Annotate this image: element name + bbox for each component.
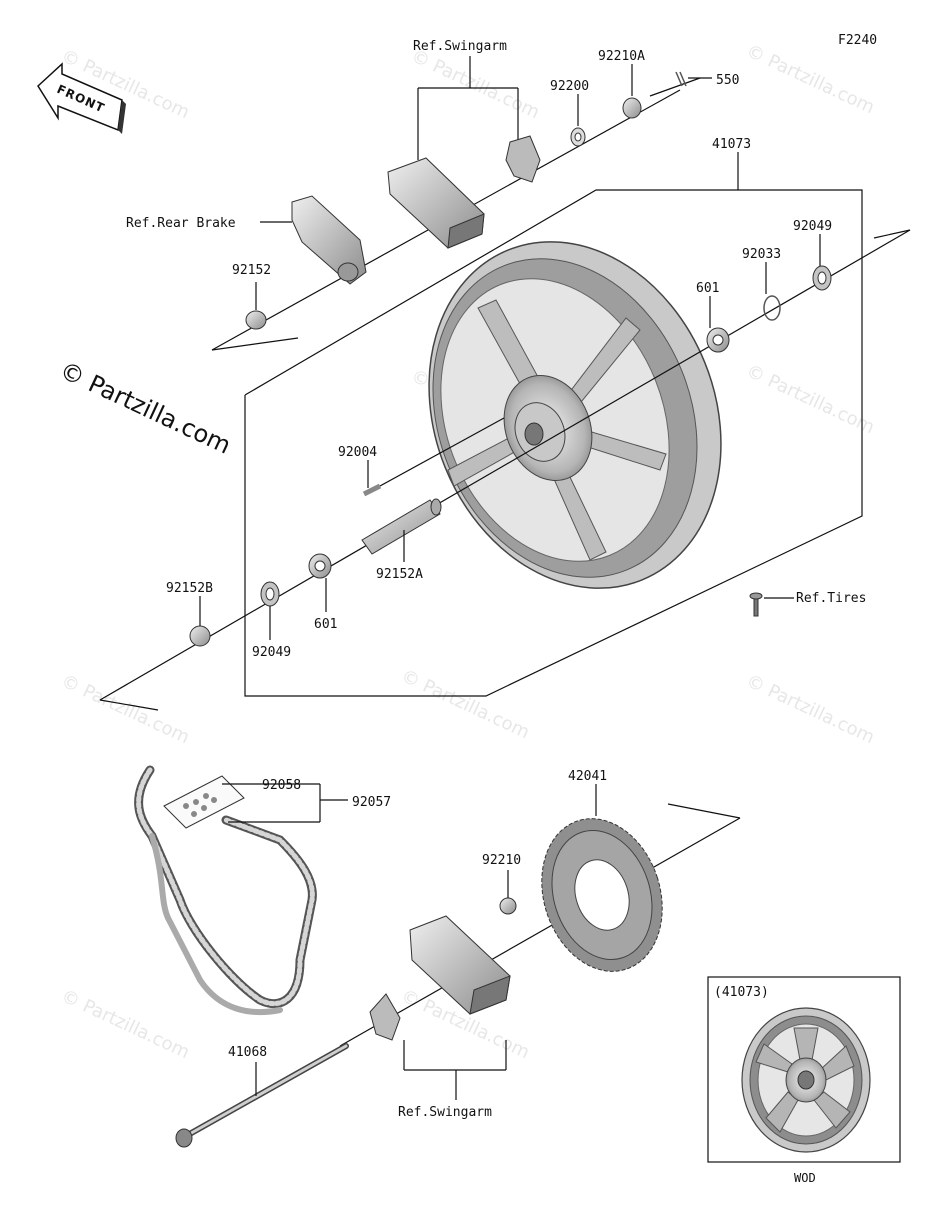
label-92033: 92033 <box>742 247 781 262</box>
part-92152-collar: 92152 <box>232 263 271 330</box>
label-92058: 92058 <box>262 778 301 793</box>
watermark: © Partzilla.com <box>58 670 193 748</box>
label-92152: 92152 <box>232 263 271 278</box>
label-ref-swingarm-bottom: Ref.Swingarm <box>398 1105 492 1120</box>
front-arrow-icon: FRONT <box>37 62 126 134</box>
inset-title: (41073) <box>714 985 769 1000</box>
watermark: © Partzilla.com <box>398 665 533 743</box>
part-92049-left-seal: 92049 <box>252 581 291 660</box>
inset-caption: WOD <box>794 1171 816 1185</box>
axle-line-lower <box>339 803 741 1047</box>
label-92049-right: 92049 <box>793 219 832 234</box>
part-601-right-bearing: 601 <box>696 281 730 353</box>
ref-swingarm-bottom: Ref.Swingarm <box>369 915 511 1120</box>
part-92152a-spacer: 92152A <box>361 498 442 582</box>
ref-swingarm-top: Ref.Swingarm <box>387 39 541 249</box>
part-92004-stud: 92004 <box>338 417 505 497</box>
watermark: © Partzilla.com <box>743 40 878 118</box>
part-41068-axle: 41068 <box>175 1043 349 1148</box>
axle-line-middle <box>99 229 911 711</box>
label-92210: 92210 <box>482 853 521 868</box>
part-601-left-bearing: 601 <box>308 553 337 632</box>
label-ref-rear-brake: Ref.Rear Brake <box>126 216 236 231</box>
watermark: © Partzilla.com <box>743 670 878 748</box>
label-42041: 42041 <box>568 769 607 784</box>
inset-wheel-41073: (41073) WOD <box>707 976 901 1185</box>
figure-code: F2240 <box>838 33 877 48</box>
label-92152a: 92152A <box>376 567 423 582</box>
label-92200: 92200 <box>550 79 589 94</box>
part-92210-nut: 92210 <box>482 853 521 915</box>
copyright-text: © Partzilla.com <box>55 356 235 460</box>
watermark: © Partzilla.com <box>58 985 193 1063</box>
ref-tires-valve: Ref.Tires <box>749 591 866 617</box>
label-41073: 41073 <box>712 137 751 152</box>
part-92152b-collar: 92152B <box>166 581 213 647</box>
label-92049-left: 92049 <box>252 645 291 660</box>
assembly-box-41073: 41073 <box>244 137 863 697</box>
rear-wheel <box>428 241 722 589</box>
label-41068: 41068 <box>228 1045 267 1060</box>
label-92057: 92057 <box>352 795 391 810</box>
part-42041-rear-sprocket: 42041 <box>541 769 663 972</box>
part-92210a-nut: 92210A <box>598 49 645 119</box>
label-601-right: 601 <box>696 281 719 296</box>
label-92004: 92004 <box>338 445 377 460</box>
watermark: © Partzilla.com <box>743 360 878 438</box>
part-92058-link-kit: 92058 92057 <box>163 775 391 829</box>
label-92210a: 92210A <box>598 49 645 64</box>
label-ref-tires: Ref.Tires <box>796 591 866 606</box>
part-92200-washer: 92200 <box>550 79 589 147</box>
part-92033-circlip: 92033 <box>742 247 781 321</box>
label-550: 550 <box>716 73 739 88</box>
watermark: © Partzilla.com <box>408 45 543 123</box>
drive-chain <box>134 765 317 1016</box>
label-601-left: 601 <box>314 617 337 632</box>
label-92152b: 92152B <box>166 581 213 596</box>
label-ref-swingarm-top: Ref.Swingarm <box>413 39 507 54</box>
part-550-cotter-pin: 550 <box>675 71 739 88</box>
ref-rear-brake: Ref.Rear Brake <box>126 195 367 285</box>
part-92049-right-seal: 92049 <box>793 219 832 291</box>
